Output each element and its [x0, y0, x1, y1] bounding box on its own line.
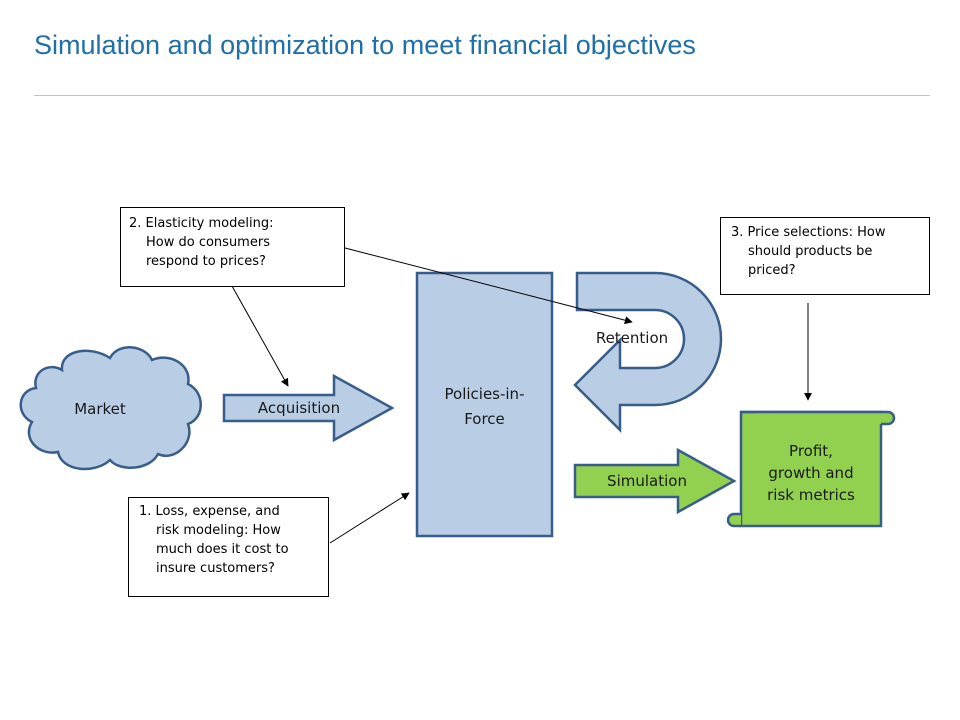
acquisition-label: Acquisition [257, 399, 341, 417]
price-note-line-3: priced? [748, 263, 796, 278]
market-label: Market [74, 400, 126, 418]
policies-in-force-box [415, 271, 554, 538]
metrics-label: Profit, growth and risk metrics [741, 440, 881, 506]
loss-note-line-2: risk modeling: How [156, 523, 281, 538]
loss-to-policies-line [329, 492, 410, 544]
loss-note-line-4: insure customers? [156, 561, 275, 576]
loss-note-line-1: 1. Loss, expense, and [139, 504, 280, 519]
elasticity-to-acquisition-line [231, 285, 289, 387]
retention-label: Retention [595, 329, 669, 347]
metrics-label-line-1: Profit, [789, 442, 833, 460]
simulation-label: Simulation [607, 472, 687, 490]
metrics-label-line-2: growth and [768, 464, 854, 482]
price-note: 3. Price selections: How should products… [720, 217, 930, 295]
market-cloud [19, 346, 202, 471]
price-note-line-1: 3. Price selections: How [731, 225, 886, 240]
loss-note-line-3: much does it cost to [156, 542, 289, 557]
elasticity-note: 2. Elasticity modeling: How do consumers… [120, 207, 345, 287]
elasticity-note-line-2: How do consumers [146, 235, 270, 250]
simulation-arrow [573, 447, 737, 515]
elasticity-note-line-3: respond to prices? [146, 254, 266, 269]
elasticity-to-retention-line [344, 247, 633, 325]
page-title: Simulation and optimization to meet fina… [34, 30, 696, 60]
elasticity-note-line-1: 2. Elasticity modeling: [129, 216, 274, 231]
loss-note: 1. Loss, expense, and risk modeling: How… [128, 497, 329, 597]
acquisition-arrow [222, 373, 395, 443]
policies-label: Policies-in- Force [417, 382, 552, 432]
policies-label-line-2: Force [464, 410, 505, 428]
title-divider [34, 95, 930, 96]
retention-arrow [573, 271, 723, 434]
policies-label-line-1: Policies-in- [444, 385, 525, 403]
price-note-line-2: should products be [748, 244, 873, 259]
metrics-label-line-3: risk metrics [767, 486, 855, 504]
metrics-scroll [726, 410, 896, 528]
